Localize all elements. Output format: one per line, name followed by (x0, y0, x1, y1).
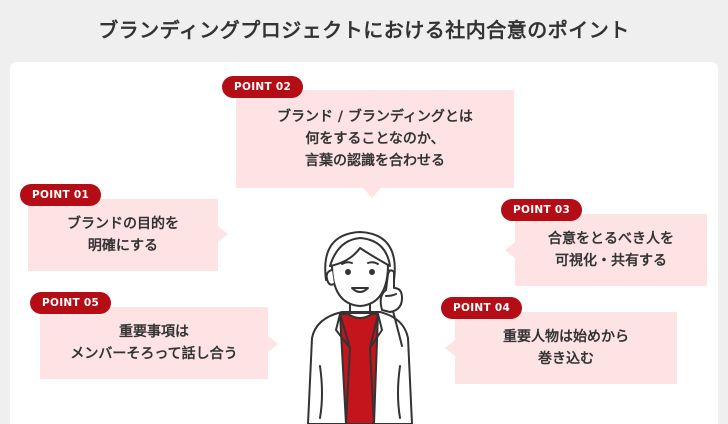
point-01-bubble: ブランドの目的を 明確にする (28, 199, 218, 271)
person-pointing-icon (307, 231, 413, 424)
point-05-bubble: 重要事項は メンバーそろって話し合う (40, 307, 268, 379)
point-02-bubble: ブランド / ブランディングとは 何をすることなのか、 言葉の認識を合わせる (236, 90, 514, 188)
point-03-tail (505, 242, 515, 258)
point-01-line-1: ブランドの目的を (67, 216, 179, 232)
point-01-badge: POINT 01 (20, 184, 102, 206)
point-04-line-2: 巻き込む (538, 351, 594, 367)
point-03-bubble: 合意をとるべき人を 可視化・共有する (515, 214, 707, 286)
point-05-badge: POINT 05 (30, 292, 112, 314)
point-01-tail (218, 226, 228, 242)
point-03-badge: POINT 03 (501, 199, 583, 221)
point-03-line-1: 合意をとるべき人を (548, 231, 674, 247)
point-04-line-1: 重要人物は始めから (503, 329, 629, 345)
point-02-line-3: 言葉の認識を合わせる (305, 153, 445, 169)
point-04-badge: POINT 04 (441, 297, 523, 319)
point-02-badge: POINT 02 (222, 76, 304, 98)
point-05-line-2: メンバーそろって話し合う (70, 346, 238, 362)
page-title: ブランディングプロジェクトにおける社内合意のポイント (98, 18, 630, 42)
point-03-line-2: 可視化・共有する (555, 253, 667, 269)
point-02-line-1: ブランド / ブランディングとは (277, 109, 473, 125)
point-02-tail (363, 188, 381, 198)
point-04-bubble: 重要人物は始めから 巻き込む (455, 312, 677, 384)
point-05-line-1: 重要事項は (119, 324, 189, 340)
point-02-line-2: 何をすることなのか、 (305, 131, 445, 147)
point-01-line-2: 明確にする (87, 238, 159, 254)
point-04-tail (445, 340, 455, 356)
point-05-tail (268, 336, 278, 352)
